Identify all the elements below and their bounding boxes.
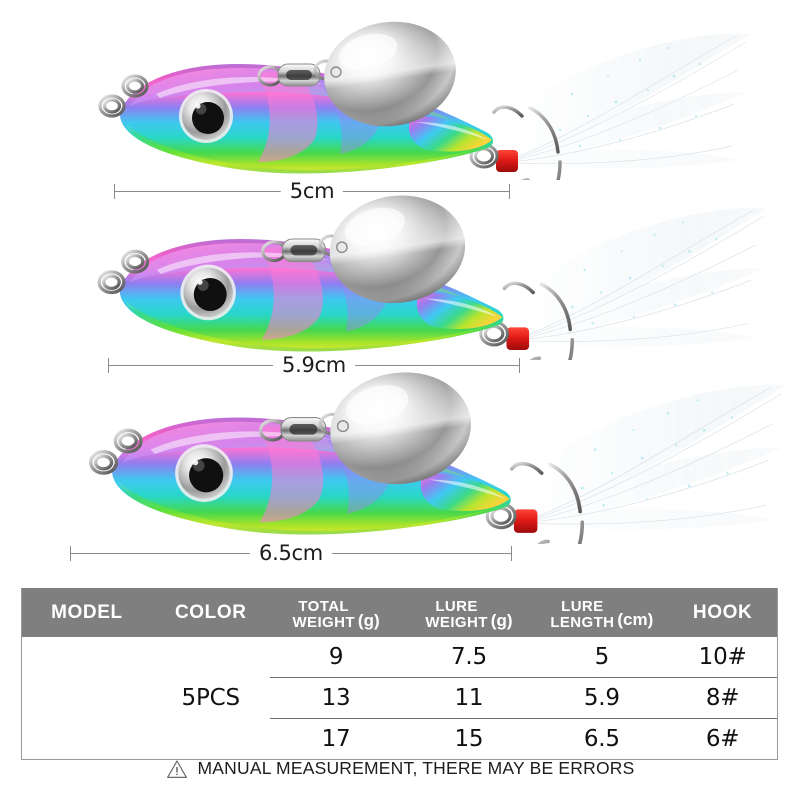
cell-lure-length: 5 — [535, 637, 669, 678]
lure-weight-line2: WEIGHT — [425, 613, 488, 631]
feather-tail-icon — [520, 207, 768, 347]
column-header-model-label: MODEL — [51, 601, 123, 623]
dimension-label-small: 5cm — [280, 180, 344, 202]
lure-weight-unit: (g) — [490, 611, 513, 631]
dimension-cap-right — [519, 358, 520, 373]
spinner-blade — [324, 21, 456, 127]
cell-lure-length: 5.9 — [535, 677, 669, 719]
lure-item-medium — [58, 192, 778, 360]
dimension-cap-right — [511, 546, 512, 561]
column-header-hook: HOOK — [668, 588, 777, 637]
barrel-swivel — [259, 412, 346, 442]
cell-lure-weight: 7.5 — [402, 637, 536, 678]
spinner-blade — [330, 372, 471, 485]
split-ring-nose — [98, 74, 149, 118]
table-header-row: MODEL COLOR TOTAL WEIGHT (g) — [22, 588, 777, 637]
dimension-large: 6.5cm — [70, 540, 512, 566]
cell-lure-weight: 11 — [402, 677, 536, 719]
lure-length-line1: LURE — [561, 597, 604, 615]
feather-tail-icon — [510, 33, 750, 169]
red-collar — [513, 509, 538, 533]
lure-length-unit: (cm) — [617, 610, 654, 630]
tail-fin — [416, 292, 503, 330]
tail-fin — [408, 116, 492, 152]
column-header-color: COLOR — [151, 588, 270, 637]
cell-total-weight: 13 — [269, 677, 403, 719]
cell-total-weight: 9 — [269, 637, 403, 678]
red-collar — [506, 327, 530, 351]
cell-model-value — [22, 637, 152, 759]
table-row: 17 15 6.5 6# — [22, 719, 777, 760]
lure-illustration-medium — [97, 195, 768, 360]
cell-total-weight: 17 — [321, 726, 351, 752]
cell-color-value: 5PCS — [181, 685, 241, 711]
lure-illustration-small — [98, 21, 750, 180]
column-header-color-label: COLOR — [174, 601, 247, 623]
column-header-hook-label: HOOK — [692, 601, 753, 623]
split-ring-nose — [97, 249, 150, 295]
spinner-blade — [329, 195, 466, 304]
cell-lure-weight: 15 — [454, 726, 484, 752]
dimension-small: 5cm — [114, 178, 510, 204]
feather-tail-icon — [528, 384, 786, 530]
lure-weight-line1: LURE — [435, 597, 478, 615]
specification-table: MODEL COLOR TOTAL WEIGHT (g) — [21, 588, 778, 760]
lure-eye — [180, 264, 236, 321]
lure-illustration-large — [89, 372, 786, 544]
lure-item-large — [48, 368, 796, 544]
lure-eye — [179, 89, 233, 143]
column-header-model: MODEL — [22, 588, 152, 637]
total-weight-line2: WEIGHT — [292, 613, 355, 631]
tail-fin — [420, 473, 510, 512]
cell-hook: 6# — [705, 726, 740, 752]
dimension-label-medium: 5.9cm — [273, 354, 355, 376]
split-ring-nose — [89, 428, 143, 475]
red-collar — [496, 150, 518, 172]
total-weight-line1: TOTAL — [298, 597, 349, 615]
cell-hook: 8# — [668, 677, 777, 719]
lure-length-line2: LENGTH — [550, 613, 615, 631]
total-weight-unit: (g) — [357, 611, 380, 631]
lure-item-small — [60, 20, 760, 180]
cell-hook: 10# — [668, 637, 777, 678]
cell-lure-length: 6.5 — [583, 726, 620, 752]
table-row: 13 11 5.9 8# — [22, 677, 777, 719]
disclaimer-text: MANUAL MEASUREMENT, THERE MAY BE ERRORS — [197, 758, 635, 778]
column-header-lure-length: LURE LENGTH (cm) — [535, 588, 669, 637]
column-header-total-weight: TOTAL WEIGHT (g) — [269, 588, 403, 637]
warning-triangle-icon — [166, 759, 187, 778]
table-row: 5PCS 9 7.5 5 10# — [22, 637, 777, 711]
measurement-disclaimer: MANUAL MEASUREMENT, THERE MAY BE ERRORS — [0, 758, 800, 779]
dimension-label-large: 6.5cm — [250, 542, 332, 564]
lure-eye — [175, 444, 233, 502]
column-header-lure-weight: LURE WEIGHT (g) — [402, 588, 536, 637]
dimension-cap-right — [509, 184, 510, 199]
product-illustration-area: 5cm — [48, 20, 796, 566]
dimension-medium: 5.9cm — [108, 352, 520, 378]
